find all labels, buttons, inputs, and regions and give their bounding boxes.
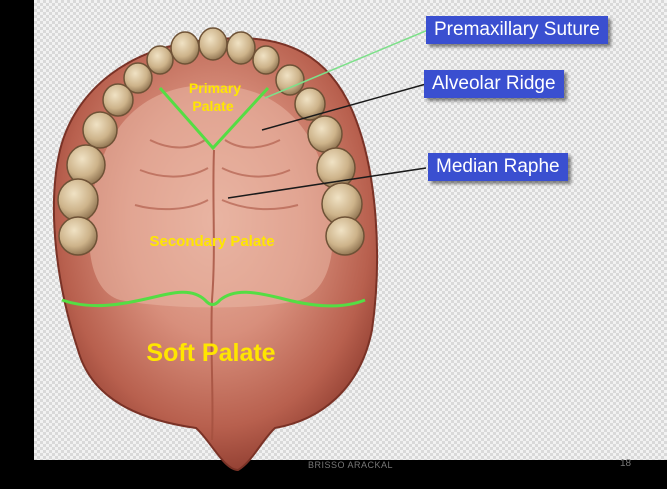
primary-palate-label-line2: Palate: [192, 98, 233, 114]
median-raphe-callout: Median Raphe: [428, 153, 568, 181]
page-number: 18: [620, 458, 631, 469]
soft-palate-label: Soft Palate: [146, 339, 275, 367]
premaxillary-suture-callout: Premaxillary Suture: [426, 16, 608, 44]
alveolar-ridge-callout: Alveolar Ridge: [424, 70, 564, 98]
footer-author: BRISSO ARACKAL: [308, 460, 393, 470]
secondary-palate-label: Secondary Palate: [149, 233, 274, 250]
primary-palate-label-line1: Primary: [189, 80, 241, 96]
